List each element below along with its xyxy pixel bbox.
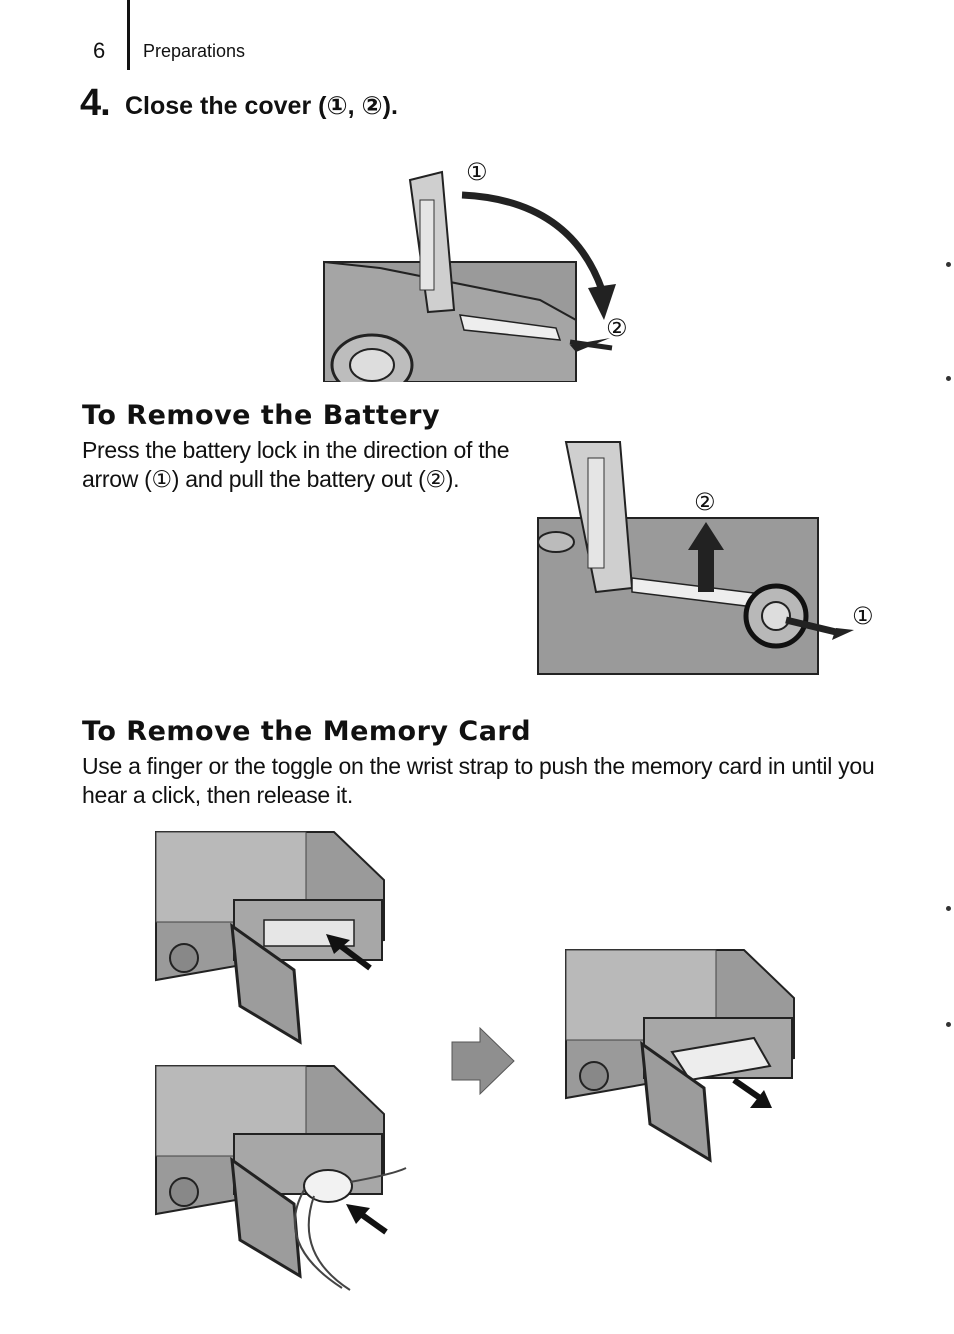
push-arrow xyxy=(336,941,372,971)
push-card-illustration xyxy=(155,831,385,1045)
scan-mark xyxy=(946,906,951,911)
remove-battery-illustration: ② ① xyxy=(537,441,874,675)
up-arrow xyxy=(698,548,714,592)
side-arrow xyxy=(785,616,837,636)
scan-mark xyxy=(946,262,951,267)
push-card-strap-illustration xyxy=(155,1065,407,1291)
release-arrow xyxy=(732,1077,762,1101)
label-1: ① xyxy=(852,602,874,630)
curved-arrow xyxy=(461,191,606,292)
step-title: Close the cover (①, ②). xyxy=(125,92,398,120)
section-title: Preparations xyxy=(143,41,246,61)
card-cover xyxy=(230,1156,302,1279)
header-divider xyxy=(127,0,130,70)
label-2: ② xyxy=(694,488,716,516)
label-1: ① xyxy=(466,158,488,186)
scan-mark xyxy=(946,376,951,381)
battery-instructions: Press the battery lock in the direction … xyxy=(82,437,510,492)
step-number: 4. xyxy=(80,82,111,124)
memory-card xyxy=(670,1036,772,1082)
page-number: 6 xyxy=(93,38,106,63)
next-step-arrow xyxy=(451,1026,515,1096)
battery-heading: To Remove the Battery xyxy=(82,400,441,431)
label-2: ② xyxy=(606,314,628,342)
memory-card-heading: To Remove the Memory Card xyxy=(82,716,532,747)
close-cover-illustration: ① ② xyxy=(323,158,628,382)
card-cover xyxy=(640,1040,712,1163)
card-released-illustration xyxy=(565,949,795,1163)
card-cover xyxy=(230,922,302,1045)
wrist-strap xyxy=(293,1167,407,1291)
strap-toggle xyxy=(303,1169,353,1203)
memory-card-instructions: Use a finger or the toggle on the wrist … xyxy=(82,753,875,808)
scan-mark xyxy=(946,1022,951,1027)
